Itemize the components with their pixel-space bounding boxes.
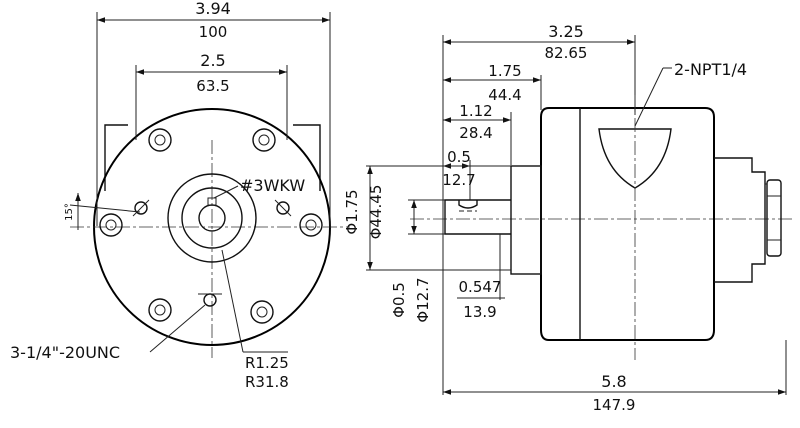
shaft-flat-mm-label: 13.9 [463,303,496,321]
tapped-hole-bottom [203,293,217,307]
tapped-hole-right [276,201,290,215]
pilot-circle [167,173,257,263]
length-d-mm-label: 12.7 [442,171,475,189]
front-view: 3.94 100 2.5 63.5 [10,0,350,391]
length-d-inch-label: 0.5 [447,148,471,166]
length-c-inch-label: 1.12 [459,102,492,120]
bolt-bottom-right [250,300,274,324]
shaft-dia-inch-label: Φ0.5 [390,282,408,318]
length-a-mm-label: 82.65 [545,44,588,62]
overall-length-mm-label: 147.9 [593,396,636,414]
length-c-mm-label: 28.4 [459,124,492,142]
keyway [207,197,217,206]
rear-cap [714,157,766,283]
radius-mm-label: R31.8 [245,373,289,391]
shaft-dia-mm-label: Φ12.7 [414,277,432,322]
overall-length-inch-label: 5.8 [601,372,626,391]
side-view: 3.25 82.65 1.75 44.4 1.12 28.4 0.5 12.7 … [343,22,792,414]
bolt-top-right [252,128,276,152]
front-boss [510,165,542,275]
pump-body [540,107,715,341]
port-thread-label: 3-1/4"-20UNC [10,343,120,362]
pilot-dia-mm-label: Φ44.45 [367,185,385,240]
angle-label: 15° [64,203,75,221]
bolt-spacing-inch-label: 2.5 [200,51,225,70]
pilot-dia-inch-label: Φ1.75 [343,189,361,234]
shaft [444,199,511,235]
length-a-inch-label: 3.25 [548,22,584,41]
shaft-flat-inch-label: 0.547 [459,278,502,296]
mounting-block-outline [104,124,321,191]
length-b-inch-label: 1.75 [488,62,521,80]
hub-circle [181,187,243,249]
bolt-right [299,213,323,237]
bolt-left [99,213,123,237]
overall-width-mm-label: 100 [199,23,228,41]
tapped-hole-left [134,201,148,215]
key-label: #3WKW [240,176,305,195]
bolt-spacing-mm-label: 63.5 [196,77,229,95]
overall-width-inch-label: 3.94 [195,0,231,18]
bolt-top-left [148,128,172,152]
length-b-mm-label: 44.4 [488,86,521,104]
radius-inch-label: R1.25 [245,354,289,372]
shaft-key [458,200,478,209]
bolt-bottom-left [148,298,172,322]
rear-nut [766,179,782,257]
port-label: 2-NPT1/4 [674,60,747,79]
